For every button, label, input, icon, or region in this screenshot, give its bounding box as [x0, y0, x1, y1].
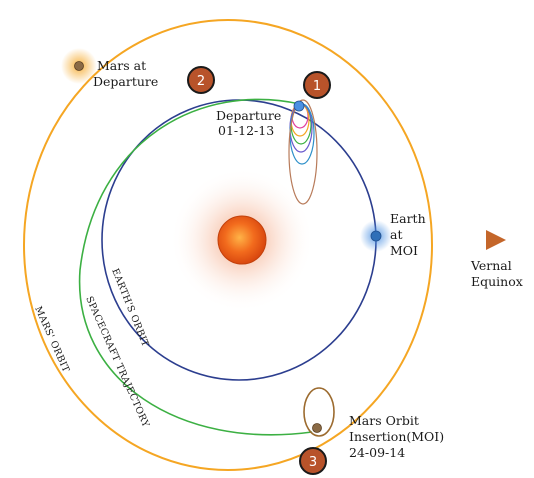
- earth-moi-icon: [370, 230, 382, 242]
- vernal-arrow-icon: [486, 230, 506, 250]
- marker-2: 2: [187, 66, 215, 94]
- mars-moi-icon: [312, 423, 322, 433]
- departure-label: Departure: [216, 108, 281, 123]
- marker-3: 3: [299, 447, 327, 475]
- sun-icon: [217, 215, 267, 265]
- spacecraft-trajectory: [78, 98, 313, 436]
- mars-orbit-label: MARS' ORBIT: [32, 305, 71, 375]
- spacecraft-trajectory-label: SPACECRAFT TRAJECTORY: [83, 295, 151, 430]
- vernal-label-2: Equinox: [471, 274, 523, 289]
- marker-2-number: 2: [197, 74, 205, 89]
- departure-date: 01-12-13: [218, 123, 274, 138]
- earth-moi-label-2: at: [390, 227, 402, 242]
- moi-date: 24-09-14: [349, 445, 405, 460]
- moi-label-1: Mars Orbit: [349, 413, 419, 428]
- earth-moi-label-1: Earth: [390, 211, 426, 226]
- marker-3-number: 3: [309, 455, 317, 470]
- mars-orbit: [23, 19, 433, 471]
- mars-icon: [74, 61, 84, 71]
- mars-departure-label-1: Mars at: [97, 58, 146, 73]
- vernal-label-1: Vernal: [470, 258, 512, 273]
- marker-1: 1: [303, 71, 331, 99]
- marker-1-number: 1: [313, 79, 321, 94]
- moi-capture-loop: [303, 387, 335, 437]
- mars-departure-label-2: Departure: [93, 74, 158, 89]
- earth-icon: [293, 100, 305, 112]
- moi-label-2: Insertion(MOI): [349, 429, 444, 444]
- earth-moi-label-3: MOI: [390, 243, 418, 258]
- earths-orbit-label: EARTH'S ORBIT: [109, 267, 151, 349]
